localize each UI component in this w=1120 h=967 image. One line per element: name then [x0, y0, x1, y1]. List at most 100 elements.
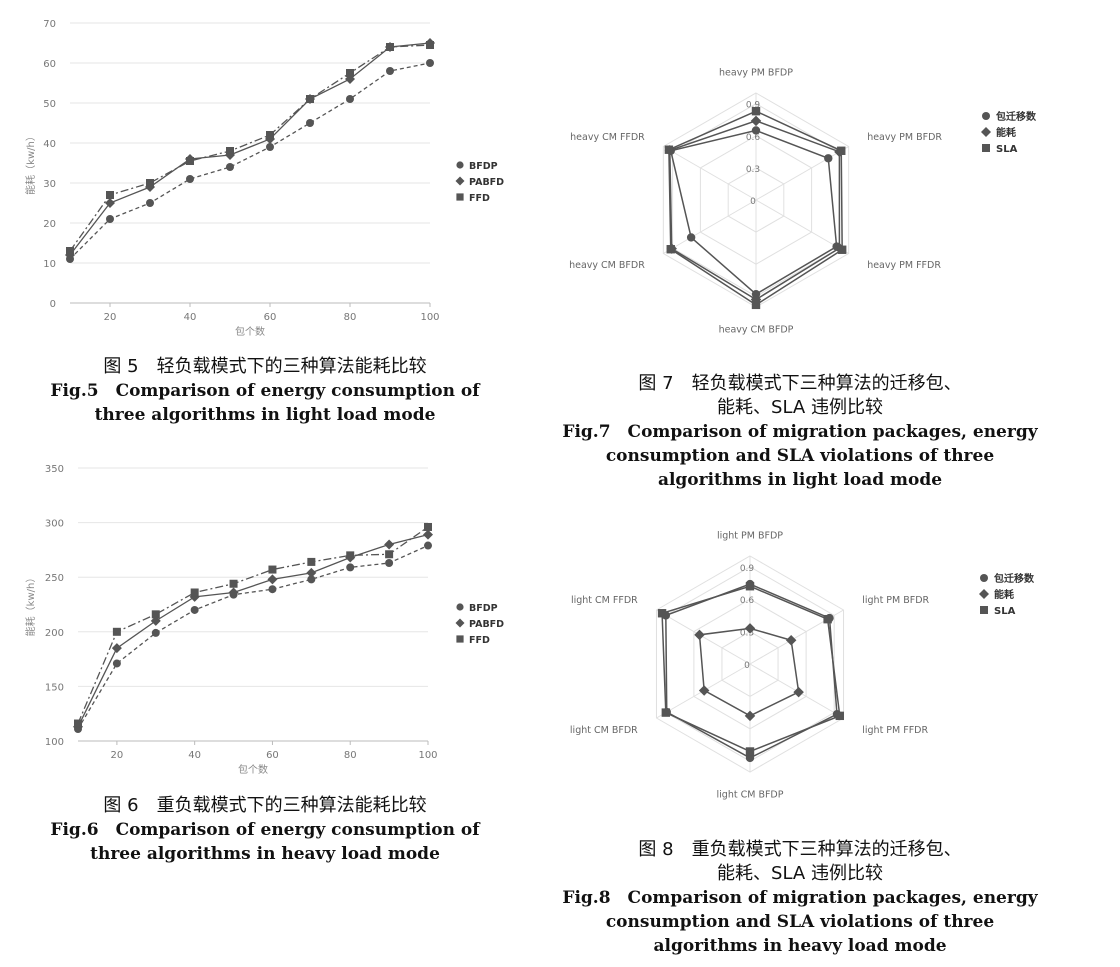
y-axis-label: 能耗（kw/h） — [24, 573, 37, 637]
data-point-ffd — [306, 95, 314, 103]
data-point-ffd — [346, 551, 355, 560]
x-tick-label: 60 — [264, 312, 277, 323]
radial-tick-label: 0 — [744, 661, 750, 671]
legend-marker-square — [980, 606, 988, 614]
data-point-pabfd — [228, 587, 239, 598]
legend-marker-bfdp — [456, 603, 464, 611]
radar-axis-label: heavy CM FFDR — [570, 132, 645, 143]
x-tick-label: 60 — [266, 750, 279, 761]
caption-fig6-en-line2: three algorithms in heavy load mode — [90, 844, 440, 864]
y-tick-label: 150 — [45, 682, 64, 693]
legend-label-diamond: 能耗 — [994, 588, 1014, 601]
series-line-bfdp — [69, 62, 431, 260]
radar-point-circle — [751, 126, 761, 135]
radar-point-square — [837, 146, 846, 155]
radar-point-diamond — [785, 634, 797, 646]
radar-spoke — [663, 146, 757, 201]
data-point-bfdp — [346, 563, 355, 572]
x-axis-label: 包个数 — [235, 325, 265, 338]
data-point-ffd — [266, 131, 274, 139]
data-point-pabfd — [423, 529, 433, 540]
data-point-ffd — [229, 579, 238, 588]
legend-marker-ffd — [456, 193, 464, 201]
radar-point-square — [823, 614, 832, 624]
radar-point-square — [661, 708, 671, 717]
data-point-ffd — [426, 41, 434, 49]
y-tick-label: 350 — [45, 464, 64, 475]
data-point-bfdp — [306, 119, 314, 127]
data-point-ffd — [346, 69, 354, 77]
data-point-pabfd — [267, 574, 278, 585]
legend-label-pabfd: PABFD — [469, 619, 504, 630]
caption-fig7-zh-line1: 图 7 轻负载模式下三种算法的迁移包、 — [638, 373, 962, 394]
radar-point-diamond — [694, 629, 705, 641]
radar-spoke — [656, 609, 751, 665]
caption-fig6-zh: 图 6 重负载模式下的三种算法能耗比较 — [103, 795, 427, 816]
data-point-pabfd — [150, 615, 161, 626]
legend-marker-diamond — [979, 589, 989, 599]
data-point-bfdp — [151, 628, 160, 637]
radar-point-diamond — [793, 686, 804, 698]
data-point-ffd — [106, 191, 114, 199]
caption-fig7-en-line3: algorithms in light load mode — [657, 470, 943, 490]
series-line-bfdp — [77, 544, 429, 730]
legend-label-square: SLA — [996, 144, 1018, 155]
data-point-ffd — [66, 247, 74, 255]
legend-marker-pabfd — [455, 176, 465, 186]
radar-point-square — [745, 747, 755, 756]
radar-axis-label: heavy PM BFDP — [719, 68, 793, 79]
radar-axis-label: heavy CM BFDR — [569, 260, 645, 271]
data-point-ffd — [151, 610, 160, 619]
data-point-ffd — [226, 147, 234, 155]
caption-fig7-en-line2: consumption and SLA violations of three — [605, 446, 995, 466]
data-point-bfdp — [268, 585, 277, 594]
caption-fig8-en-line3: algorithms in heavy load mode — [653, 936, 947, 956]
data-point-bfdp — [186, 175, 194, 183]
radial-tick-label: 0.6 — [746, 133, 761, 143]
radial-tick-label: 0.6 — [740, 596, 755, 606]
y-tick-label: 200 — [45, 628, 64, 639]
radar-point-square — [745, 582, 755, 591]
y-tick-label: 40 — [43, 139, 56, 150]
radar-axis-label: light PM FFDR — [862, 725, 928, 736]
data-point-bfdp — [424, 541, 432, 550]
caption-fig7-zh-line2: 能耗、SLA 违例比较 — [717, 397, 883, 418]
x-tick-label: 80 — [344, 312, 357, 323]
data-point-pabfd — [111, 643, 122, 654]
data-point-bfdp — [190, 605, 199, 614]
caption-fig8: 图 8 重负载模式下三种算法的迁移包、 能耗、SLA 违例比较 Fig.8 Co… — [560, 838, 1040, 958]
data-point-bfdp — [266, 143, 274, 151]
legend-label-square: SLA — [994, 606, 1016, 617]
radar-axis-label: heavy PM BFDR — [867, 132, 942, 143]
caption-fig5-zh: 图 5 轻负载模式下的三种算法能耗比较 — [103, 356, 427, 377]
caption-fig7-en-line1: Fig.7 Comparison of migration packages, … — [562, 422, 1038, 442]
radar-point-square — [835, 711, 844, 721]
caption-fig6-en-line1: Fig.6 Comparison of energy consumption o… — [50, 820, 480, 840]
radar-point-square — [751, 300, 761, 310]
radar-point-circle — [745, 753, 755, 763]
y-tick-label: 0 — [50, 299, 56, 310]
legend-label-circle: 包迁移数 — [996, 110, 1037, 123]
data-point-pabfd — [306, 567, 317, 578]
y-tick-label: 70 — [43, 19, 56, 30]
legend-marker-pabfd — [455, 618, 465, 628]
x-tick-label: 100 — [420, 312, 439, 323]
radar-point-diamond — [750, 115, 762, 127]
data-point-bfdp — [385, 559, 394, 568]
radial-tick-label: 0.9 — [740, 564, 755, 574]
series-line-ffd — [69, 44, 431, 252]
data-point-ffd — [74, 719, 82, 728]
data-point-ffd — [112, 627, 121, 636]
radial-tick-label: 0.3 — [746, 165, 760, 175]
data-point-ffd — [385, 550, 394, 559]
radar-point-diamond — [744, 710, 756, 722]
legend-marker-square — [982, 144, 990, 152]
caption-fig8-zh-line2: 能耗、SLA 违例比较 — [717, 863, 883, 884]
y-axis-label: 能耗（kw/h） — [24, 131, 37, 195]
caption-fig5-en-line1: Fig.5 Comparison of energy consumption o… — [50, 381, 480, 401]
radar-series-circle — [665, 583, 838, 759]
data-point-bfdp — [226, 163, 234, 171]
